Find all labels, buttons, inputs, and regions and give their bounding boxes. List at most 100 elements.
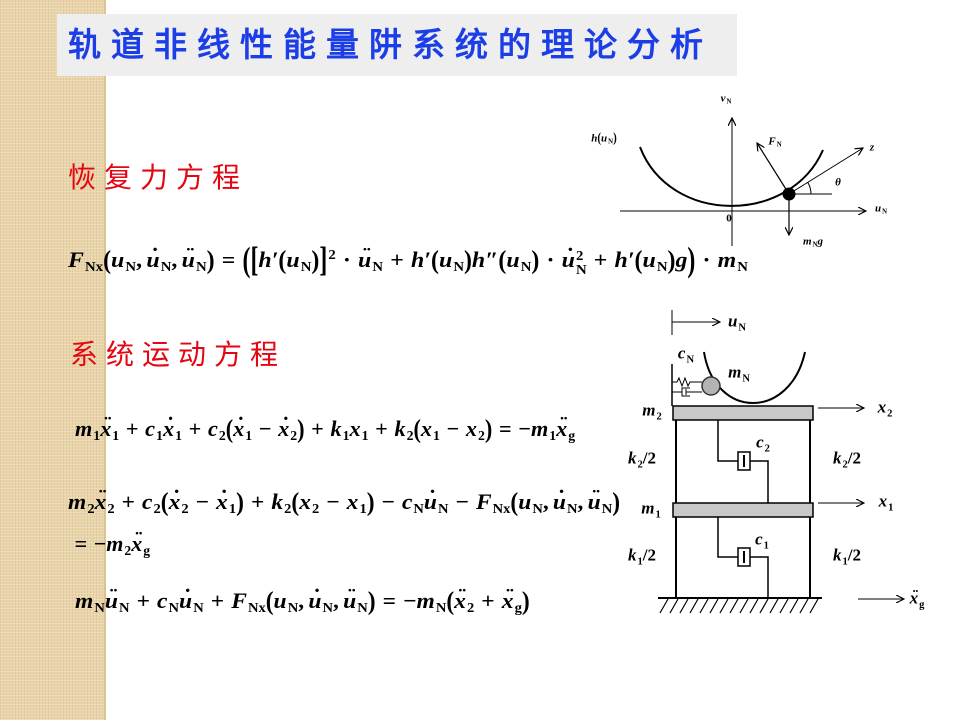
structure-diagram xyxy=(658,310,904,614)
math-token: mN xyxy=(728,362,750,385)
math-letter: x xyxy=(168,488,181,514)
math-symbol: c xyxy=(157,588,167,614)
math-symbol: x¨ xyxy=(131,527,143,557)
math-letter: x xyxy=(94,488,107,514)
math-operator: − xyxy=(403,587,417,613)
math-letter: c xyxy=(145,415,156,441)
math-operator: ( xyxy=(498,244,507,275)
math-subscript: N xyxy=(322,600,333,616)
math-token: uN xyxy=(286,247,311,276)
track-dashpot xyxy=(672,387,702,397)
math-token: ( xyxy=(226,413,233,443)
math-token: g xyxy=(817,236,823,249)
math-token: x˙1 xyxy=(233,414,253,445)
math-token: = xyxy=(75,531,88,557)
math-letter: u xyxy=(179,587,193,613)
math-subscript: 1 xyxy=(112,428,120,444)
math-letter: c xyxy=(157,587,168,613)
math-token: g xyxy=(675,247,687,273)
math-operator: ) xyxy=(484,413,493,444)
math-letter: h″ xyxy=(471,246,499,272)
math-operator: , xyxy=(171,246,178,272)
math-letter: u xyxy=(642,246,656,272)
math-token: ) xyxy=(206,244,215,275)
math-token: u˙N xyxy=(552,487,578,518)
math-operator: − xyxy=(195,488,210,514)
math-row: uN xyxy=(728,311,746,334)
math-symbol: x¨ xyxy=(454,586,466,614)
math-letter: v xyxy=(720,92,726,105)
math-operator: ( xyxy=(242,238,251,279)
math-letter: x xyxy=(454,587,466,613)
math-letter: m xyxy=(75,415,93,441)
math-letter: u xyxy=(423,488,437,514)
math-row: mNu¨N+cNu˙N+FNx(uN,u˙N,u¨N)=−mN(x¨2+x¨g) xyxy=(75,584,530,617)
math-subscript: 1 xyxy=(763,540,769,552)
math-symbol: u˙ xyxy=(308,586,321,614)
math-letter: u xyxy=(358,246,372,272)
math-subscript: 1 xyxy=(342,428,350,444)
math-symbol: z xyxy=(870,141,874,154)
math-token: FNx xyxy=(68,247,103,276)
math-symbol: u xyxy=(506,247,519,273)
math-token: k1 xyxy=(628,545,643,568)
math-operator: ) xyxy=(206,244,215,275)
math-row: x¨g xyxy=(910,587,925,611)
label-stiffness-k2-right: k2/2 xyxy=(833,448,861,471)
math-subscript: 1 xyxy=(361,428,369,444)
math-token: uN xyxy=(642,247,667,276)
heading-restoring-force: 恢复力方程 xyxy=(68,161,249,194)
math-token: mN xyxy=(803,236,817,251)
math-token: FN xyxy=(768,136,781,151)
label-z-axis: z xyxy=(870,141,874,154)
math-row: c1 xyxy=(755,529,769,552)
math-symbol: x¨ xyxy=(100,414,111,442)
math-symbol: u¨ xyxy=(182,243,195,273)
math-symbol: v xyxy=(721,93,726,106)
math-token: = xyxy=(383,588,396,614)
math-subscript: N xyxy=(812,242,818,250)
math-row: =−m2x¨g xyxy=(68,527,150,560)
math-letter: x xyxy=(465,415,478,441)
math-row: 0 xyxy=(726,212,732,225)
math-letter: u xyxy=(552,488,566,514)
math-letter: u xyxy=(438,246,453,272)
derivative-accent: ¨ xyxy=(135,527,143,553)
math-symbol: m xyxy=(75,588,93,614)
math-token: + xyxy=(137,588,150,614)
math-subscript: N xyxy=(168,600,180,616)
tangent-z-axis xyxy=(788,148,863,195)
math-subscript: 1 xyxy=(228,501,237,517)
math-subscript: 1 xyxy=(245,428,253,444)
derivative-accent: ¨ xyxy=(186,243,195,269)
math-symbol: u¨ xyxy=(588,487,601,515)
math-token: ) xyxy=(612,486,620,516)
math-letter: k xyxy=(833,448,842,468)
math-operator: + xyxy=(593,246,608,272)
bowl-track xyxy=(703,351,806,404)
math-token: FNx xyxy=(476,489,510,518)
math-token: , xyxy=(578,489,584,515)
math-token: k1 xyxy=(330,416,349,445)
math-row: x1 xyxy=(879,491,894,514)
math-letter: c xyxy=(142,488,153,514)
math-token: u¨N xyxy=(358,245,383,276)
math-token: ) xyxy=(464,244,472,274)
math-token: u˙N xyxy=(308,586,333,617)
derivative-accent: ¨ xyxy=(98,485,107,511)
derivative-accent: ¨ xyxy=(347,584,356,610)
math-subscript: 1 xyxy=(655,509,661,521)
math-subscript: N xyxy=(287,600,299,616)
math-subscript: N xyxy=(195,259,207,275)
math-subscript: Nx xyxy=(247,600,266,616)
math-subscript: N xyxy=(737,259,748,275)
math-symbol: m xyxy=(416,588,434,614)
math-operator: , xyxy=(577,488,584,514)
math-token: h xyxy=(591,133,597,146)
math-letter: m xyxy=(803,235,812,248)
math-subscript: N xyxy=(608,139,614,147)
math-subscript: N xyxy=(686,354,695,366)
math-token: x¨g xyxy=(131,527,150,560)
math-symbol: m xyxy=(106,531,123,557)
math-letter: F xyxy=(768,135,776,148)
